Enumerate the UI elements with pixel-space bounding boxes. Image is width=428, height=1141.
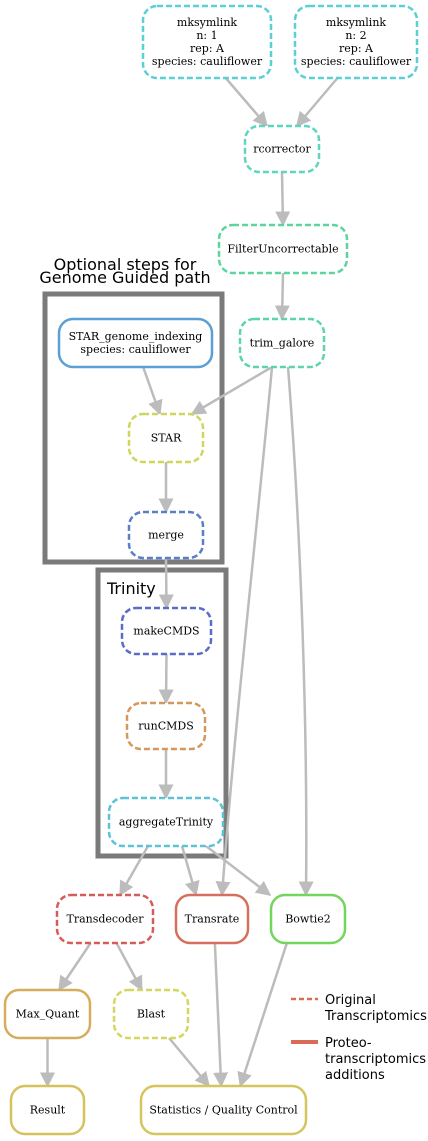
legend-label: Transcriptomics [324,1009,427,1024]
edge-trim_galore-to-bowtie2 [286,366,314,897]
node-label: Blast [137,1008,166,1021]
node-box [9,1084,86,1136]
node-label: rep: A [190,42,225,55]
edge-trim_galore-to-star [190,365,273,416]
node-runcmds[interactable]: runCMDS [125,701,207,751]
node-box [238,317,326,369]
node-box [141,4,273,80]
edge-trim_galore-to-transrate [215,366,274,897]
node-box [120,606,213,656]
node-label: makeCMDS [133,625,199,638]
node-star[interactable]: STAR [127,412,205,464]
edge-transdecoder-to-blast [115,942,143,992]
node-box [107,796,225,848]
node-aggregatetrinity[interactable]: aggregateTrinity [107,796,225,848]
edge-rcorrector-to-filteruncorrectable [275,171,291,227]
edge-merge-to-makecmds [158,557,174,610]
node-box [174,893,250,945]
group-border [95,567,229,859]
node-label: species: cauliflower [301,55,412,68]
edge-transdecoder-to-max_quant [57,942,92,992]
node-label: n: 2 [345,29,366,42]
node-label: mksymlink [326,16,387,29]
node-label: Result [30,1104,66,1117]
edge-bowtie2-to-statistics [237,942,289,1088]
edge-aggregatetrinity-to-bowtie2 [205,845,272,896]
node-label: rcorrector [253,143,311,156]
edge-filteruncorrectable-to-trim_galore [274,272,290,321]
node-label: species: cauliflower [80,343,191,356]
node-makecmds[interactable]: makeCMDS [120,606,213,656]
node-label: runCMDS [138,720,193,733]
node-label: aggregateTrinity [119,816,214,829]
node-label: Max_Quant [16,1008,80,1021]
node-statistics[interactable]: Statistics / Quality Control [139,1084,308,1136]
legend-label: transcriptomics [325,1052,426,1067]
node-box [127,412,205,464]
edge-aggregatetrinity-to-transdecoder [118,845,150,897]
group-title: Optional steps for [54,255,197,274]
node-label: Bowtie2 [285,913,331,926]
node-box [3,988,92,1040]
node-filteruncorrectable[interactable]: FilterUncorrectable [217,223,349,275]
legend-label: Original [325,993,376,1008]
group-title: Genome Guided path [39,268,210,287]
edge-blast-to-statistics [168,1037,210,1088]
legend-label: Proteo- [325,1036,372,1051]
group-border [42,291,225,565]
node-rcorrector[interactable]: rcorrector [243,124,321,174]
edge-transrate-to-statistics [213,942,229,1088]
node-label: Transdecoder [66,913,144,926]
edge-mksymlink1-to-rcorrector [224,77,268,128]
node-bowtie2[interactable]: Bowtie2 [269,893,347,945]
node-box [293,4,419,80]
node-box [139,1084,308,1136]
node-label: FilterUncorrectable [227,243,338,256]
node-label: STAR [151,432,182,445]
node-box [243,124,321,174]
node-merge[interactable]: merge [127,510,205,560]
node-label: mksymlink [177,16,238,29]
node-label: Statistics / Quality Control [149,1104,298,1117]
node-label: STAR_genome_indexing [69,330,203,343]
node-label: species: cauliflower [152,55,263,68]
node-transdecoder[interactable]: Transdecoder [55,893,155,945]
node-label: trim_galore [250,337,315,350]
node-transrate[interactable]: Transrate [174,893,250,945]
node-label: rep: A [339,42,374,55]
node-box [57,317,214,369]
node-box [217,223,349,275]
node-label: n: 1 [196,29,217,42]
group-title: Trinity [106,579,156,598]
node-result[interactable]: Result [9,1084,86,1136]
node-blast[interactable]: Blast [112,988,190,1040]
node-box [269,893,347,945]
edge-mksymlink2-to-rcorrector [295,77,339,128]
edge-aggregatetrinity-to-transrate [180,845,200,897]
node-trim_galore[interactable]: trim_galore [238,317,326,369]
legend-label: additions [325,1068,385,1083]
group-trinity: Trinity [95,567,229,859]
node-box [112,988,190,1040]
edge-makecmds-to-runcmds [158,653,174,705]
edge-star_genome_indexing-to-star [141,366,163,416]
node-box [125,701,207,751]
node-max_quant[interactable]: Max_Quant [3,988,92,1040]
node-label: merge [148,529,184,542]
node-box [55,893,155,945]
node-label: Transrate [185,913,240,926]
node-box [127,510,205,560]
